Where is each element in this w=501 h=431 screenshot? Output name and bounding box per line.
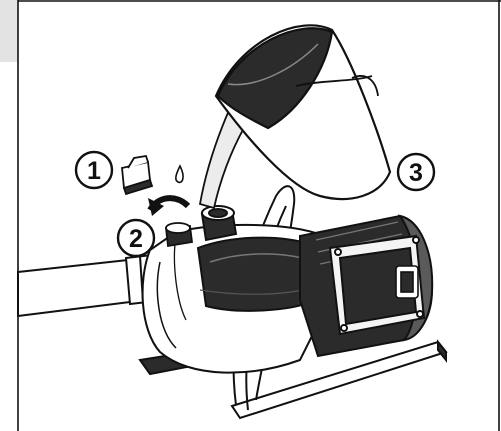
rotation-arrow-icon [148,198,188,216]
step-3-number: 3 [409,159,423,187]
water-drop-icon [176,166,183,182]
removed-plug-icon [122,156,152,194]
watering-jug [216,25,390,199]
power-switch-icon [396,266,418,298]
filler-cap [166,223,192,246]
priming-port [202,206,236,240]
step-3-callout: 3 [398,154,434,190]
page-tab [0,0,18,62]
step-1-number: 1 [87,157,101,185]
step-2-number: 2 [129,225,143,253]
step-2-callout: 2 [118,220,154,256]
step-1-callout: 1 [76,152,112,188]
